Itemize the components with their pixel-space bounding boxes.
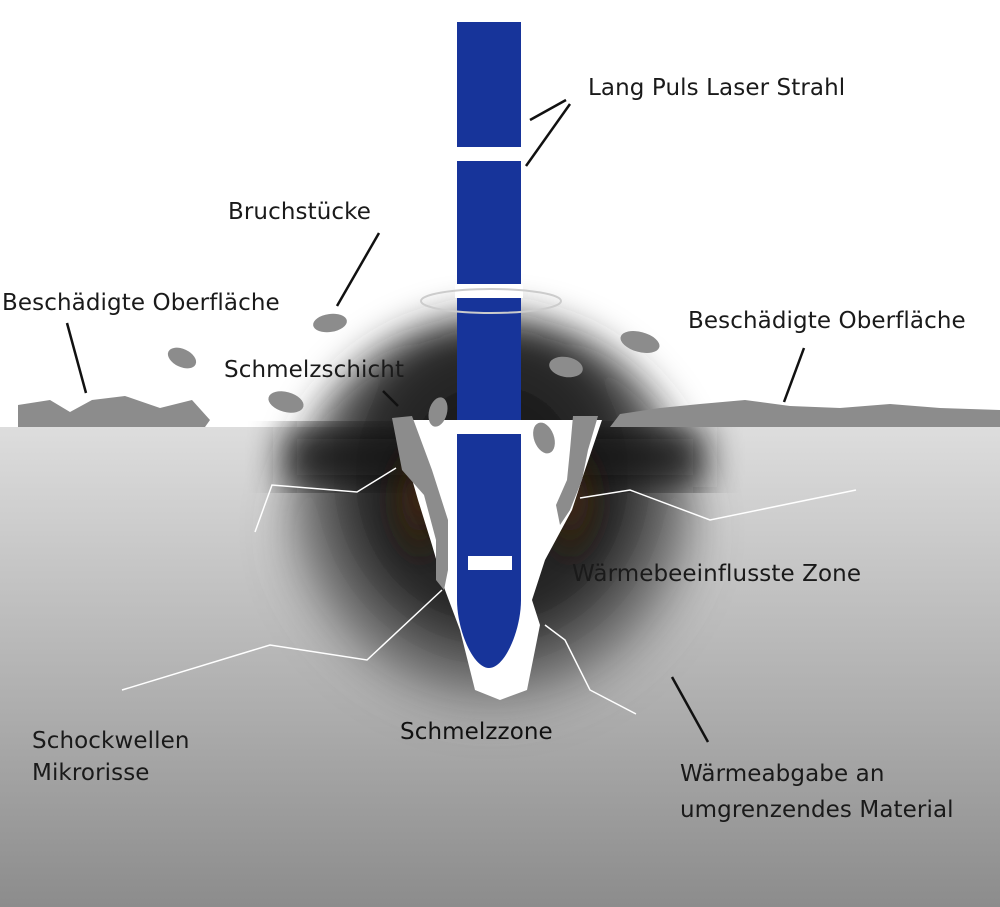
label-shockwave: Schockwellen: [32, 728, 190, 754]
label-melt-zone: Schmelzzone: [400, 719, 553, 745]
label-laser-beam: Lang Puls Laser Strahl: [588, 75, 846, 101]
debris-fragment: [549, 356, 583, 378]
debris-fragment: [620, 331, 660, 353]
laser-beam: [420, 22, 562, 668]
label-fragments: Bruchstücke: [228, 199, 372, 225]
debris-fragment: [268, 391, 304, 413]
laser-beam-shape: [457, 22, 521, 668]
debris-group: [167, 313, 660, 454]
leader-fragments: [335, 232, 381, 307]
leader-heat-dissipation: [670, 676, 710, 743]
pulse-gap: [455, 284, 523, 298]
melt-layer-right: [556, 416, 598, 525]
melt-layer-left: [392, 416, 448, 590]
leader-lines: [65, 98, 806, 743]
debris-fragment: [313, 313, 347, 333]
leader-laser-1: [529, 98, 567, 122]
label-damaged-surface-right: Beschädigte Oberfläche: [688, 308, 966, 334]
label-melt-layer: Schmelzschicht: [224, 357, 405, 383]
crack-line: [121, 589, 443, 691]
debris-fragment: [533, 422, 555, 454]
focus-ring: [420, 288, 562, 314]
crack-line: [579, 489, 857, 521]
damaged-surface-left: [18, 396, 210, 427]
label-heat-affected-zone: Wärmebeeinflusste Zone: [572, 561, 862, 587]
crack-line: [254, 467, 397, 533]
crack-line: [544, 624, 637, 715]
label-heat-dissipation-1: Wärmeabgabe an: [680, 761, 885, 787]
leader-damaged-right: [782, 347, 806, 403]
pulse-gap: [455, 420, 523, 434]
micro-cracks: [121, 467, 857, 715]
label-heat-dissipation-2: umgrenzendes Material: [680, 797, 954, 823]
pulse-gap: [455, 147, 523, 161]
label-microcracks: Mikrorisse: [32, 760, 150, 786]
leader-melt-layer: [382, 390, 399, 407]
leader-laser-2: [524, 103, 572, 167]
label-damaged-surface-left: Beschädigte Oberfläche: [2, 290, 280, 316]
debris-fragment: [167, 347, 197, 369]
debris-fragment: [428, 397, 448, 427]
damaged-surface-right: [610, 400, 1000, 427]
pulse-gap: [468, 556, 512, 570]
leader-damaged-left: [65, 322, 88, 394]
